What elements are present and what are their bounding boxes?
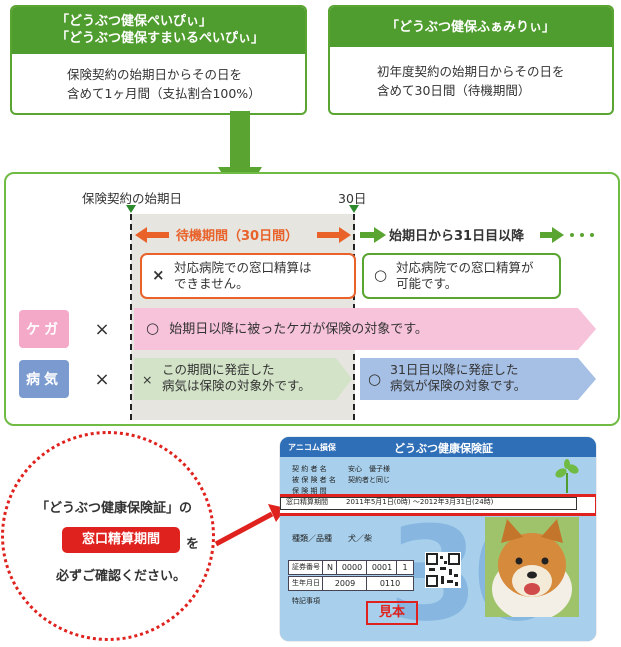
card-birth-label: 生年月日 — [288, 576, 324, 591]
continue-arrow-icon — [540, 227, 596, 243]
notice-line3: 必ずご確認ください。 — [56, 565, 186, 584]
qr-code-icon — [425, 552, 461, 588]
card-title: どうぶつ健康保険証 — [394, 440, 493, 456]
circle-mark-icon: ○ — [146, 319, 159, 337]
illness-after-line1: 31日目以降に発症した — [390, 362, 518, 378]
start-marker-icon — [126, 205, 136, 213]
after-note-box: ○ 対応病院での窓口精算が 可能です。 — [362, 253, 561, 299]
window-settlement-badge: 窓口精算期間 — [62, 527, 180, 553]
after-note-line2: 可能です。 — [396, 276, 457, 292]
plan-desc-line1: 初年度契約の始期日からその日を — [377, 62, 612, 81]
plan-box-body: 初年度契約の始期日からその日を 含めて30日間（待機期間） — [330, 47, 612, 100]
after-start-label: 始期日から31日目以降 — [389, 225, 524, 244]
notice-line1: 「どうぶつ健康保険証」の — [36, 497, 192, 516]
circle-mark-icon: ○ — [368, 371, 381, 387]
card-species-label: 種類／品種 — [292, 534, 332, 543]
sample-stamp: 見本 — [366, 601, 418, 625]
insurance-card-sample: アニコム損保 どうぶつ健康保険証 30 契 約 者 名 安心 優子様 被 保 険… — [280, 437, 596, 641]
injury-coverage-text: 始期日以降に被ったケガが保険の対象です。 — [169, 322, 428, 337]
waiting-note-line1: 対応病院での窓口精算は — [174, 260, 312, 276]
waiting-period-label: 待機期間（30日間） — [176, 225, 298, 244]
dog-photo — [485, 517, 579, 617]
injury-pre-mark: × — [81, 310, 123, 348]
injury-row-label: ケガ — [19, 310, 69, 348]
card-settlement-label: 窓口精算期間 — [286, 498, 328, 507]
card-header: アニコム損保 どうぶつ健康保険証 — [280, 437, 596, 457]
illness-row-label: 病気 — [19, 360, 69, 398]
card-cert-cell: 0000 — [336, 560, 368, 575]
plan-box-header: 「どうぶつ健保ふぁみりぃ」 — [330, 7, 612, 47]
start-divider — [130, 214, 132, 420]
card-cert-cell: 1 — [396, 560, 414, 575]
waiting-note-box: × 対応病院での窓口精算は できません。 — [140, 253, 356, 299]
day30-marker-icon — [349, 205, 359, 213]
card-brand: アニコム損保 — [288, 442, 336, 453]
after-start-arrow-icon — [360, 227, 386, 243]
card-holder-label: 契 約 者 名 — [292, 465, 327, 474]
card-birth-cell: 0110 — [366, 576, 414, 591]
card-holder-value: 安心 優子様 — [348, 465, 390, 474]
after-note-line1: 対応病院での窓口精算が — [396, 260, 534, 276]
card-insured-label: 被 保 険 者 名 — [292, 476, 336, 485]
notice-line2-suffix: を — [186, 533, 199, 552]
waiting-note-line2: できません。 — [174, 276, 249, 292]
injury-row-text: ○ 始期日以降に被ったケガが保険の対象です。 — [146, 320, 428, 338]
illness-wait-line1: この期間に発症した — [162, 362, 275, 378]
illness-wait-line2: 病気は保険の対象外です。 — [162, 378, 311, 394]
cross-mark-icon: × — [142, 372, 152, 388]
card-cert-label: 証券番号 — [288, 560, 324, 575]
plan-desc-line1: 保険契約の始期日からその日を — [67, 65, 305, 84]
plan-name-smile-paypie: 「どうぶつ健保すまいるぺいぴぃ」 — [56, 30, 295, 47]
plan-name-family: 「どうぶつ健保ふぁみりぃ」 — [386, 19, 602, 36]
plan-box-body: 保険契約の始期日からその日を 含めて1ヶ月間（支払割合100%） — [12, 54, 305, 103]
leaf-logo-icon — [554, 459, 580, 493]
plan-box-family: 「どうぶつ健保ふぁみりぃ」 初年度契約の始期日からその日を 含めて30日間（待機… — [328, 5, 614, 115]
card-special-label: 特記事項 — [292, 597, 320, 606]
cross-mark-icon: × — [152, 267, 165, 283]
plan-name-paypie: 「どうぶつ健保ぺいぴぃ」 — [56, 13, 295, 30]
card-insured-value: 契約者と同じ — [348, 476, 390, 485]
plan-box-header: 「どうぶつ健保ぺいぴぃ」 「どうぶつ健保すまいるぺいぴぃ」 — [12, 7, 305, 54]
plan-desc-line2: 含めて30日間（待機期間） — [377, 81, 612, 100]
plan-box-paypie: 「どうぶつ健保ぺいぴぃ」 「どうぶつ健保すまいるぺいぴぃ」 保険契約の始期日から… — [10, 5, 307, 115]
card-cert-cell: 0001 — [366, 560, 398, 575]
illness-pre-mark: × — [81, 360, 123, 398]
plan-desc-line2: 含めて1ヶ月間（支払割合100%） — [67, 84, 305, 103]
card-species-value: 犬／柴 — [348, 534, 372, 543]
card-birth-cell: 2009 — [322, 576, 368, 591]
card-settlement-value: 2011年5月1日(0時) ～2012年3月31日(24時) — [346, 498, 493, 507]
circle-mark-icon: ○ — [374, 267, 387, 283]
illness-after-line2: 病気が保険の対象です。 — [390, 378, 526, 394]
